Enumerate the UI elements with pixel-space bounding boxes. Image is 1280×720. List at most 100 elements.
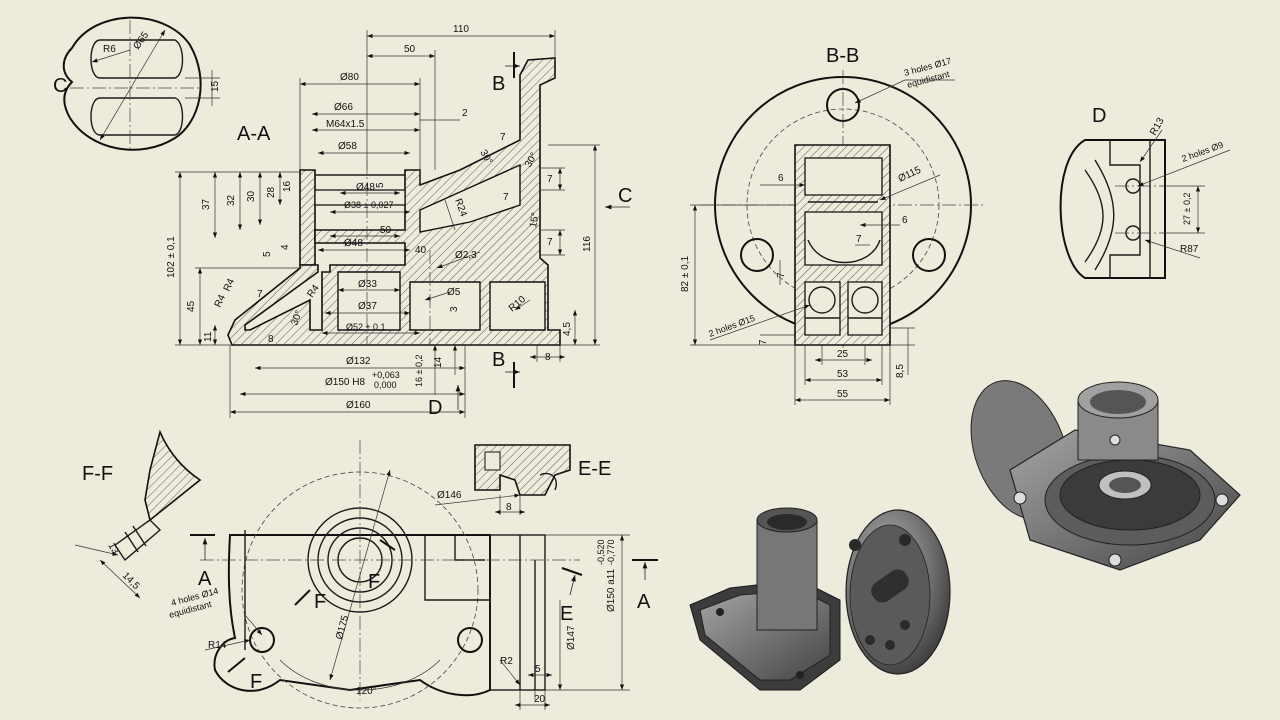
dim-32: 32 [226,194,237,206]
dim-14: 14 [433,356,444,368]
plan-d175: Ø175 [334,614,351,641]
marker-b-top: B [492,73,505,95]
dim-4: 4 [280,244,291,250]
section-bb-label: B-B [826,45,859,67]
plan-d150a11: Ø150 a11 [606,568,617,612]
dim-d150-tol-lo: 0,000 [374,380,397,390]
section-ee: E-E Ø146 8 [434,444,611,515]
dim-3: 3 [449,306,460,312]
dim-r4b: R4 [213,293,229,310]
dim-5b: 5 [375,182,386,188]
ee-8: 8 [506,502,512,513]
dim-11: 11 [203,331,214,342]
section-ee-label: E-E [578,458,611,480]
dim-15: 15 [210,80,221,92]
dim-r4a: R4 [222,277,238,294]
dim-16tol: 16 ± 0,2 [414,355,424,387]
plan-r2: R2 [500,656,513,667]
dim-d48b: Ø48 [344,238,363,249]
bb-53: 53 [837,369,849,380]
dim-d150: Ø150 H8 [325,377,365,388]
dim-m64: M64x1.5 [326,119,365,130]
dim-4-5: 4,5 [562,322,573,336]
plan-20: 20 [534,694,546,705]
dim-d37: Ø37 [358,301,377,312]
marker-f3: F [368,571,380,593]
dim-d150-tol-up: +0,063 [372,370,400,380]
dim-7a: 7 [257,289,263,300]
dim-d132: Ø132 [346,356,371,367]
dim-40: 40 [415,245,427,256]
bb-25: 25 [837,349,849,360]
plan-d147: Ø147 [566,625,577,650]
dim-110: 110 [453,24,469,35]
dim-30: 30 [246,190,257,202]
bb-82: 82 ± 0,1 [680,255,691,292]
render-front [689,507,951,691]
dim-102: 102 ± 0,1 [166,236,177,278]
marker-c: C [618,185,632,207]
dim-d2-3: Ø2,3 [455,250,477,261]
marker-a-left: A [198,568,212,590]
dim-15deg: 15° [528,212,541,229]
view-d-label: D [1092,105,1106,127]
dim-8b: 8 [545,352,551,363]
dim-d33: Ø33 [358,279,377,290]
dim-7e: 7 [547,237,553,248]
dim-50b: 50 [380,225,392,236]
dim-r4c: R4 [305,283,322,300]
ff-13: 13 [105,541,120,557]
d-r87: R87 [1180,244,1199,255]
render-back [970,380,1241,571]
bb-7c: 7 [758,339,769,345]
dim-5v: 5 [262,251,273,257]
section-aa: A-A [166,24,632,419]
dim-7c: 7 [503,192,509,203]
bb-d115: Ø115 [897,165,924,185]
bb-6b: 6 [902,215,908,226]
dim-d160: Ø160 [346,400,371,411]
dim-7d: 7 [547,174,553,185]
view-c-label: C [53,75,67,97]
section-ff-label: F-F [82,463,113,485]
marker-a-right: A [637,591,651,613]
marker-d: D [428,397,442,419]
dim-30a: 30° [289,309,305,327]
plan-view: A A E F F F 4 holes Ø14 equidistant R14 … [168,440,658,710]
plan-r14: R14 [208,640,227,651]
ee-d146: Ø146 [437,490,462,501]
marker-f1: F [314,591,326,613]
section-aa-label: A-A [237,123,271,145]
dim-d66: Ø66 [334,102,353,113]
dim-37v: 37 [201,198,212,210]
bb-6a: 6 [778,173,784,184]
view-c: R6 Ø65 15 C [53,16,221,151]
marker-f2: F [250,671,262,693]
dim-r6: R6 [103,44,116,55]
plan-tol-up: -0,520 [596,539,606,565]
bb-55: 55 [837,389,849,400]
bb-8-5: 8,5 [895,364,906,378]
dim-d48a: Ø48 [356,182,375,193]
dim-116: 116 [582,236,593,252]
dim-7b: 7 [500,132,506,143]
plan-120: 120° [356,686,377,697]
bb-2holes: 2 holes Ø15 [707,313,756,339]
plan-tol-lo: -0,770 [606,539,616,565]
ff-14-5: 14,5 [120,570,142,592]
d-r13: R13 [1148,116,1167,138]
dim-d38: Ø38 ± 0,027 [344,200,393,210]
plan-5: 5 [535,664,541,675]
d-27: 27 ± 0,2 [1182,193,1192,225]
dim-50: 50 [404,44,416,55]
d-2holes: 2 holes Ø9 [1180,140,1224,164]
bb-7a: 7 [856,234,862,245]
marker-b-bottom: B [492,349,505,371]
dim-d80: Ø80 [340,72,359,83]
section-bb: B-B [680,45,985,405]
dim-16: 16 [282,180,293,192]
bb-7b: 7 [776,272,787,278]
dim-d58: Ø58 [338,141,357,152]
